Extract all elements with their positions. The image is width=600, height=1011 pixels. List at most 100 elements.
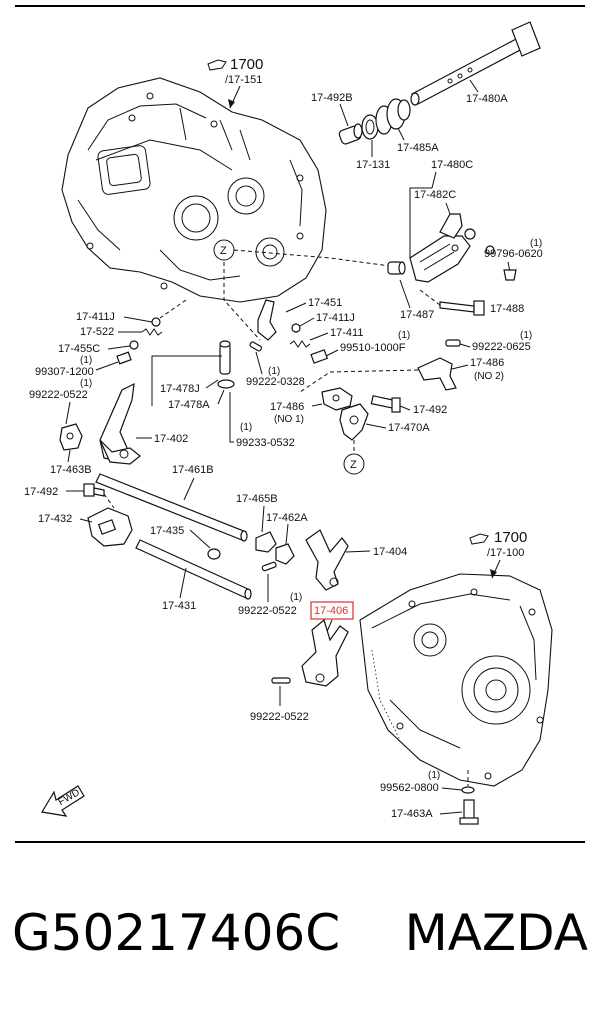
highlight-box-17-406: [310, 601, 354, 620]
label-17-487: 17-487: [400, 309, 434, 321]
detent-478j[interactable]: [219, 340, 231, 375]
forward-arrow-icon: FWD: [41, 785, 85, 817]
qty-99222-0625: (1): [520, 330, 532, 341]
z-marker-lower-text: Z: [350, 459, 357, 471]
gate-462a[interactable]: [275, 543, 295, 565]
label-17-488: 17-488: [490, 303, 524, 315]
pin-411j-left[interactable]: [151, 317, 161, 327]
lever-486-no1[interactable]: [321, 387, 353, 411]
lower-case-ref-part: /17-100: [487, 547, 524, 559]
label-99222-0625: 99222-0625: [472, 341, 531, 353]
upper-case-ref-part: /17-151: [225, 74, 262, 86]
shift-lever-assy-480c[interactable]: [409, 213, 495, 283]
shift-fork-404[interactable]: [305, 529, 349, 591]
label-no1: (NO 1): [274, 414, 304, 425]
label-17-406: 17-406: [314, 605, 348, 617]
label-17-131: 17-131: [356, 159, 390, 171]
z-marker-lower: Z: [343, 453, 365, 475]
spring-411[interactable]: [289, 340, 311, 348]
qty-99222-0328: (1): [268, 366, 280, 377]
label-17-431: 17-431: [162, 600, 196, 612]
bolt-99510[interactable]: [310, 349, 329, 364]
label-17-411: 17-411: [330, 327, 363, 339]
lever-486-no2[interactable]: [417, 357, 457, 391]
z-marker-upper-text: Z: [220, 245, 227, 257]
qty-99233: (1): [240, 422, 252, 433]
label-17-492-left: 17-492: [24, 486, 58, 498]
label-99796-0620: 99796-0620: [484, 248, 543, 260]
shift-rod-461b[interactable]: [95, 473, 248, 542]
qty-99510: (1): [398, 330, 410, 341]
part-number: G50217406C: [12, 904, 341, 962]
shift-fork-406[interactable]: [301, 618, 349, 687]
label-17-478a: 17-478A: [168, 399, 210, 411]
pin-99222-0328[interactable]: [249, 341, 263, 352]
label-99222-0328: 99222-0328: [246, 376, 305, 388]
bolt-463a[interactable]: [459, 799, 479, 825]
bolt-492-right[interactable]: [370, 395, 401, 413]
upper-case-ref-number: 1700: [230, 56, 263, 73]
bolt-488[interactable]: [439, 300, 485, 316]
label-17-432: 17-432: [38, 513, 72, 525]
lower-case-ref[interactable]: 1700 /17-100: [469, 529, 527, 579]
upper-case-ref[interactable]: 1700 /17-151: [207, 56, 263, 109]
caption-bar: G50217406C MAZDA: [12, 898, 588, 968]
label-17-478j: 17-478J: [160, 383, 200, 395]
shift-rod-431[interactable]: [135, 539, 252, 600]
washer-478a[interactable]: [217, 379, 235, 389]
label-99222-0522c: 99222-0522: [250, 711, 309, 723]
brand-name: MAZDA: [404, 904, 588, 962]
bolt-99796[interactable]: [503, 269, 517, 281]
washer-99562[interactable]: [461, 786, 475, 794]
label-17-411j-left: 17-411J: [76, 311, 115, 323]
shift-rod-480a[interactable]: [410, 21, 541, 106]
qty-99222-0522a: (1): [80, 378, 92, 389]
bushing-492b[interactable]: [338, 123, 363, 145]
ball-455c[interactable]: [129, 340, 139, 350]
label-17-522: 17-522: [80, 326, 114, 338]
label-17-462a: 17-462A: [266, 512, 308, 524]
label-99562-0800: 99562-0800: [380, 782, 439, 794]
label-17-485a: 17-485A: [397, 142, 439, 154]
reference-arrow-icon: [207, 59, 227, 71]
block-463b[interactable]: [59, 423, 83, 451]
label-17-402: 17-402: [154, 433, 188, 445]
qty-99222-0522b: (1): [290, 592, 302, 603]
label-17-492-right: 17-492: [413, 404, 447, 416]
label-17-480a: 17-480A: [466, 93, 508, 105]
shift-lever-470a[interactable]: [339, 403, 369, 441]
label-99222-0522b: 99222-0522: [238, 605, 297, 617]
label-17-482c: 17-482C: [414, 189, 456, 201]
label-17-451: 17-451: [308, 297, 342, 309]
label-17-492b: 17-492B: [311, 92, 353, 104]
pin-99222-0522b[interactable]: [261, 561, 277, 572]
label-17-470a: 17-470A: [388, 422, 430, 434]
label-17-461b: 17-461B: [172, 464, 214, 476]
label-17-411j-right: 17-411J: [316, 312, 355, 324]
bushing-487[interactable]: [387, 261, 406, 275]
label-17-463a: 17-463A: [391, 808, 433, 820]
lower-case-ref-number: 1700: [494, 529, 527, 546]
upper-transmission-case[interactable]: [61, 77, 327, 303]
ring-435[interactable]: [207, 548, 221, 560]
gate-465b[interactable]: [255, 531, 277, 553]
label-17-455c: 17-455C: [58, 343, 100, 355]
qty-99796: (1): [530, 238, 542, 249]
pin-411j-right[interactable]: [291, 323, 301, 333]
label-99233-0532: 99233-0532: [236, 437, 295, 449]
spring-522[interactable]: [141, 328, 163, 336]
bolt-492-left[interactable]: [83, 483, 105, 497]
label-99510-1000f: 99510-1000F: [340, 342, 406, 354]
label-99307-1200: 99307-1200: [35, 366, 94, 378]
plug-99307[interactable]: [116, 351, 132, 365]
shift-fork-402[interactable]: [99, 382, 141, 465]
lever-451[interactable]: [257, 299, 277, 341]
boot-485a[interactable]: [375, 98, 411, 135]
shift-fork-432[interactable]: [87, 507, 133, 547]
label-17-480c: 17-480C: [431, 159, 473, 171]
lower-transmission-case[interactable]: [359, 573, 553, 787]
pin-99222-0522c[interactable]: [271, 677, 291, 684]
label-17-486-no2: 17-486: [470, 357, 504, 369]
pin-99222-0625[interactable]: [445, 339, 461, 347]
